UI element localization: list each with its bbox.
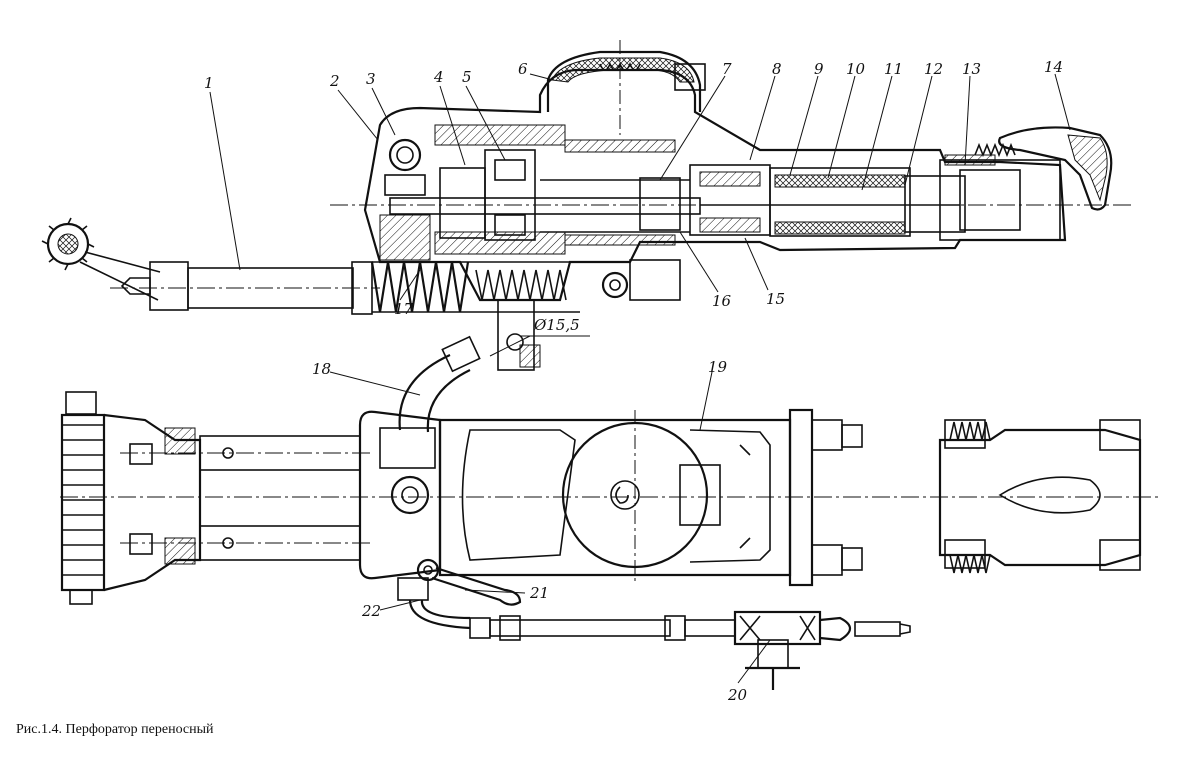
figure-caption: Рис.1.4. Перфоратор переносный: [16, 722, 214, 737]
label-11: 11: [884, 60, 903, 78]
label-17: 17: [394, 300, 414, 318]
label-5: 5: [462, 68, 472, 86]
label-2: 2: [329, 72, 340, 90]
label-15: 15: [766, 290, 785, 308]
label-3: 3: [366, 70, 376, 88]
label-20: 20: [727, 686, 748, 704]
label-22: 22: [361, 602, 381, 620]
label-4: 4: [433, 68, 444, 86]
label-21: 21: [529, 584, 549, 602]
plan-view: 18 19 21 22: [60, 335, 1160, 704]
label-1: 1: [204, 74, 214, 92]
label-18: 18: [312, 360, 331, 378]
label-19: 19: [708, 358, 728, 376]
label-7: 7: [722, 60, 732, 78]
label-10: 10: [846, 60, 866, 78]
label-13: 13: [962, 60, 981, 78]
latch-14: [998, 126, 1113, 211]
dimension-label: Ø15,5: [533, 316, 580, 334]
section-view: 1 2 3 4 5 6 7 8 9 10 11 12 13 14 15 16 1…: [41, 40, 1135, 684]
label-16: 16: [712, 292, 732, 310]
handle-wheel: [41, 217, 95, 271]
label-9: 9: [814, 60, 824, 78]
handle-6: [546, 40, 706, 135]
label-6: 6: [518, 60, 528, 78]
label-12: 12: [924, 60, 943, 78]
label-8: 8: [772, 60, 782, 78]
label-14: 14: [1044, 58, 1063, 76]
